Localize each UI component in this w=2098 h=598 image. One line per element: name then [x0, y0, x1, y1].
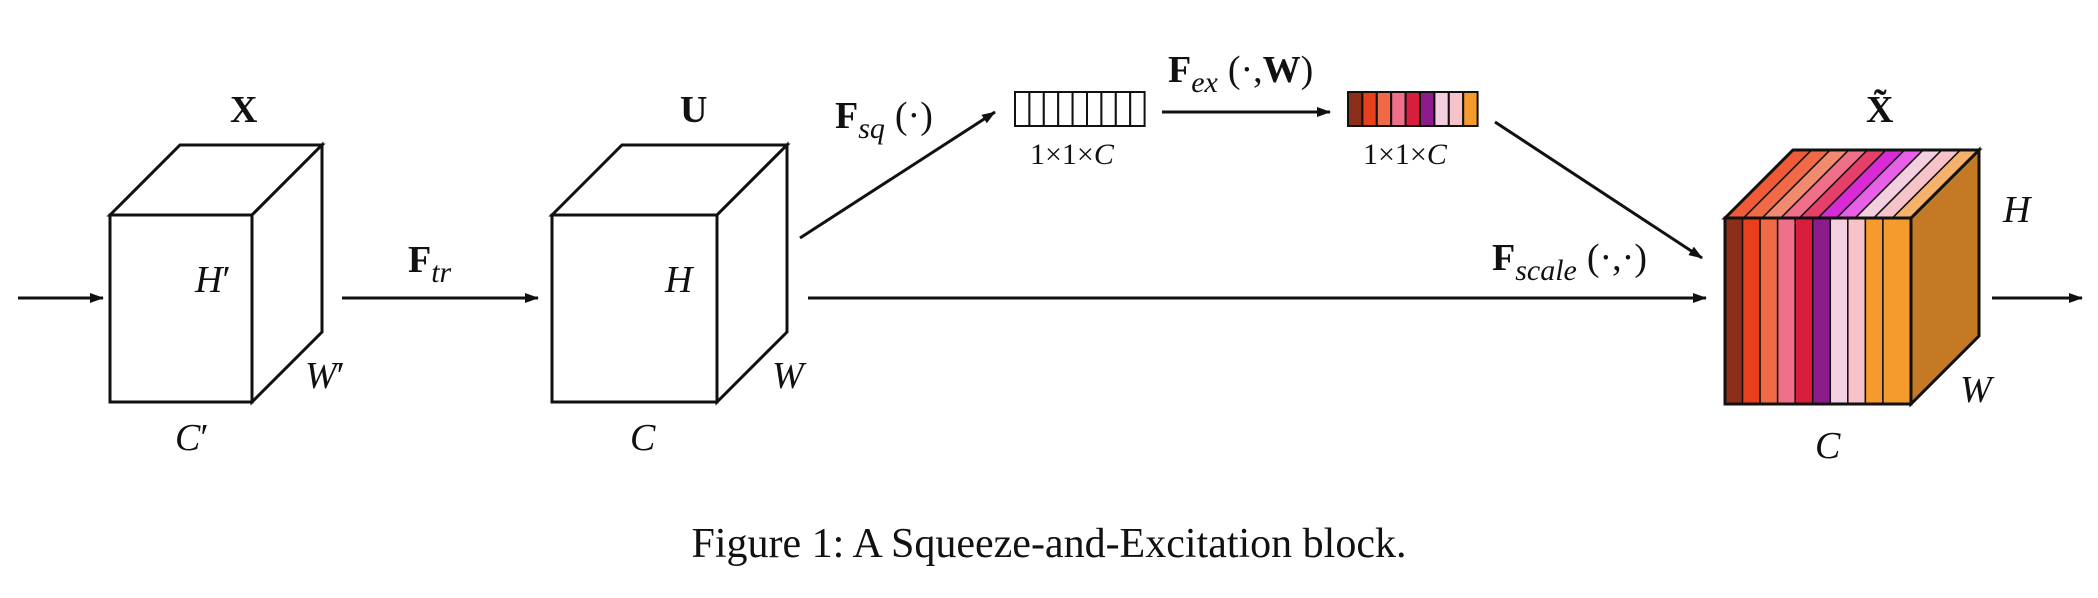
w-label: W [772, 355, 807, 397]
squeeze-cell [1100, 91, 1117, 127]
output-front-outline [1723, 216, 1913, 406]
x-tilde-title: X̃ [1866, 89, 1893, 131]
excitation-cell [1375, 91, 1393, 127]
excitation-cell [1347, 91, 1364, 127]
squeeze-vector [1014, 91, 1146, 127]
output-channel-slice [1847, 217, 1867, 405]
squeeze-cell [1057, 91, 1074, 127]
u-title: U [680, 89, 707, 131]
output-channel-slice [1829, 217, 1849, 405]
squeeze-cell [1014, 91, 1031, 127]
output-channel-slice [1741, 217, 1761, 405]
c-prime-label: C′ [175, 417, 209, 459]
w-prime-label: W′ [305, 355, 345, 397]
output-tensor-x-tilde [1721, 146, 1983, 408]
output-channel-slice [1811, 217, 1832, 405]
squeeze-cell [1042, 91, 1060, 127]
feature-map-u [548, 141, 791, 406]
excitation-cell [1361, 91, 1378, 127]
figure-caption: Figure 1: A Squeeze-and-Excitation block… [691, 521, 1407, 567]
excitation-cell [1433, 91, 1450, 127]
f-tr-label: Ftr [408, 239, 452, 289]
scale-weights-arrow [1494, 120, 1703, 260]
squeeze-cell [1086, 91, 1103, 127]
x-title: X [230, 89, 257, 131]
squeeze-cell [1114, 91, 1132, 127]
h-prime-label: H′ [194, 259, 231, 301]
h-out-label: H [2002, 189, 2033, 231]
input-tensor-x [106, 141, 326, 406]
w-out-label: W [1960, 369, 1995, 411]
output-channel-slice [1864, 217, 1884, 405]
output-channel-slice [1759, 217, 1779, 405]
excitation-cell [1404, 91, 1421, 127]
output-channel-slice [1794, 217, 1814, 405]
f-sq-label: Fsq(·) [835, 95, 933, 145]
f-scale-label: Fscale(·,·) [1492, 237, 1647, 287]
excitation-cell [1419, 91, 1436, 127]
f-sq-arrow [799, 110, 996, 240]
excitation-vector [1347, 91, 1479, 127]
c-out-label: C [1815, 425, 1841, 467]
output-channel-slice [1776, 217, 1796, 405]
se-block-diagram: X H′ W′ C′ Ftr U H W C Fsq(·) 1×1×C Fex(… [18, 49, 2083, 467]
f-ex-label: Fex(·,W) [1168, 49, 1313, 99]
output-channel-slice [1882, 217, 1912, 405]
excitation-cell [1462, 91, 1479, 127]
squeeze-dim-label: 1×1×C [1030, 138, 1115, 171]
squeeze-cell [1071, 91, 1088, 127]
squeeze-cell [1129, 91, 1146, 127]
output-channel-slice [1724, 217, 1744, 405]
h-label: H [664, 259, 695, 301]
excitation-cell [1447, 91, 1465, 127]
excitation-cell [1390, 91, 1407, 127]
squeeze-cell [1028, 91, 1045, 127]
excitation-dim-label: 1×1×C [1363, 138, 1448, 171]
c-label: C [630, 417, 656, 459]
